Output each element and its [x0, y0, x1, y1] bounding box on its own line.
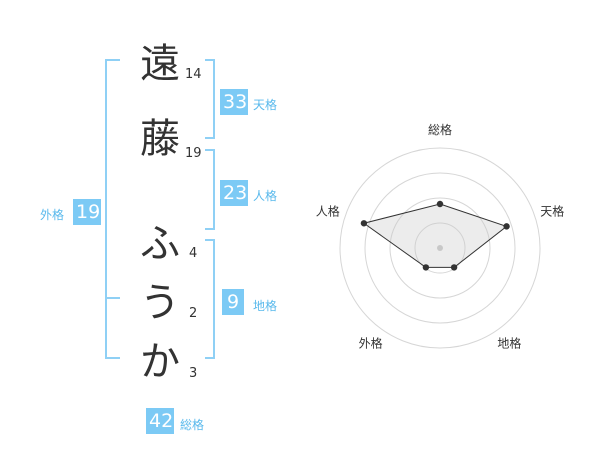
chikaku-bracket [205, 239, 215, 359]
chikaku-value: 9 [222, 289, 244, 315]
radar-axis-label-5: 人格 [316, 204, 340, 219]
radar-point-5 [360, 220, 368, 227]
name-char-4: う [140, 280, 180, 326]
radar-axis-label-2: 天格 [540, 204, 564, 219]
jinkaku-value: 23 [220, 180, 248, 206]
chikaku-label: 地格 [253, 299, 278, 313]
radar-point-2 [503, 223, 510, 230]
stroke-count-2: 19 [185, 146, 202, 161]
jinkaku-bracket [205, 149, 215, 230]
soukaku-label: 総格 [180, 418, 205, 432]
stroke-count-1: 14 [185, 67, 202, 82]
radar-grid-ring-1 [414, 222, 466, 274]
radar-series-area [362, 203, 508, 268]
radar-axis-label-3: 地格 [497, 335, 521, 350]
soukaku-value: 42 [146, 408, 174, 434]
name-char-3: ふ [140, 221, 180, 267]
radar-point-3 [450, 264, 458, 271]
tenkaku-label: 天格 [253, 98, 278, 112]
name-char-1: 遠 [140, 41, 180, 87]
radar-axis-label-1: 総格 [428, 122, 452, 137]
radar-center-dot [437, 245, 443, 251]
tenkaku-bracket [205, 59, 215, 139]
radar-grid-ring-4 [339, 147, 541, 349]
stroke-count-5: 3 [189, 366, 198, 381]
tenkaku-value: 33 [220, 89, 248, 115]
gaikaku-label: 外格 [40, 208, 65, 222]
stroke-count-4: 2 [189, 306, 198, 321]
radar-point-1 [436, 200, 444, 208]
radar-grid-ring-2 [389, 197, 491, 299]
radar-axis-label-4: 外格 [359, 335, 383, 350]
name-char-5: か [140, 339, 180, 385]
radar-point-4 [422, 264, 430, 271]
jinkaku-label: 人格 [253, 189, 278, 203]
gaikaku-bracket [105, 59, 120, 359]
name-char-2: 藤 [140, 116, 180, 162]
stroke-count-3: 4 [189, 246, 198, 261]
gaikaku-value: 19 [73, 199, 101, 225]
radar-grid-ring-3 [364, 172, 516, 324]
